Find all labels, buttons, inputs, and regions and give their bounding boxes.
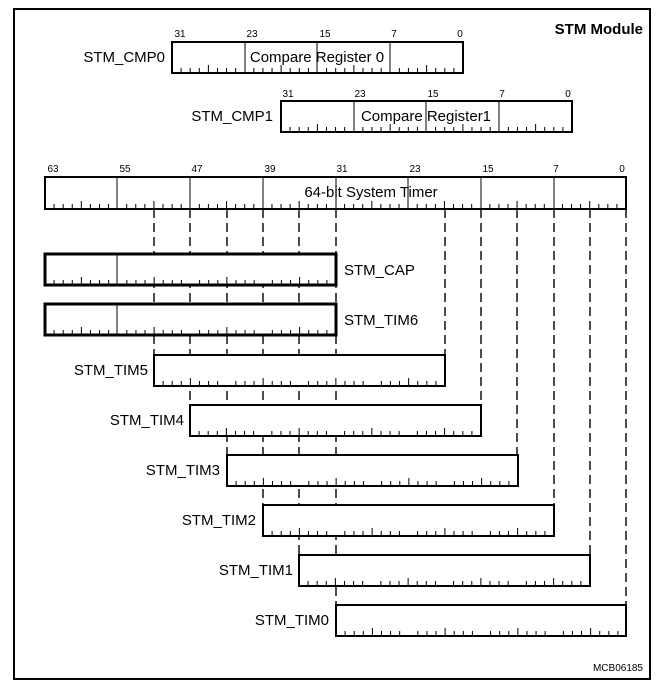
timer-register-tim3: STM_TIM3 <box>146 454 519 487</box>
tim2-register-name: STM_TIM2 <box>182 512 256 529</box>
timer-register-tim6: STM_TIM6 <box>43 302 418 337</box>
bit-label: 39 <box>264 164 276 175</box>
cmp1-bit-labels: 31 23 15 7 0 <box>282 89 571 100</box>
bit-label: 23 <box>354 89 366 100</box>
bit-label: 15 <box>427 89 439 100</box>
tim0-box <box>335 604 627 637</box>
bit-label: 63 <box>47 164 59 175</box>
register-tick-marks <box>53 254 328 285</box>
cmp1-register-text: Compare Register1 <box>361 108 491 125</box>
cmp0-tick-marks <box>180 42 455 73</box>
tim5-register-name: STM_TIM5 <box>74 362 148 379</box>
bit-label: 15 <box>482 164 494 175</box>
tim0-register-name: STM_TIM0 <box>255 612 329 629</box>
bit-label: 55 <box>119 164 131 175</box>
bit-label: 0 <box>565 89 571 100</box>
module-title: STM Module <box>555 21 643 38</box>
bit-label: 0 <box>457 29 463 40</box>
module-frame <box>13 8 651 680</box>
bit-label: 0 <box>619 164 625 175</box>
bit-label: 31 <box>336 164 348 175</box>
bit-label: 47 <box>191 164 203 175</box>
bit-label: 31 <box>174 29 186 40</box>
bit-label: 23 <box>409 164 421 175</box>
cmp0-bit-labels: 31 23 15 7 0 <box>174 29 463 40</box>
cmp0-register-text: Compare Register 0 <box>250 49 384 66</box>
bit-label: 23 <box>246 29 258 40</box>
cmp1-register-name: STM_CMP1 <box>191 108 273 125</box>
timer-register-tim4: STM_TIM4 <box>110 404 482 437</box>
register-tick-marks <box>235 478 510 486</box>
timer-register-tim5: STM_TIM5 <box>74 354 446 387</box>
timer-registers: STM_CAP STM_TIM6 STM_TIM5 STM_TIM4 STM_T… <box>43 252 627 637</box>
cap-register-name: STM_CAP <box>344 262 415 279</box>
register-tick-marks <box>53 304 328 335</box>
bit-label: 7 <box>499 89 505 100</box>
tim4-box <box>189 404 482 437</box>
tim6-box <box>43 302 338 337</box>
register-tick-marks <box>344 628 619 636</box>
cmp0-register-name: STM_CMP0 <box>83 49 165 66</box>
tim1-box <box>298 554 591 587</box>
tim6-register-name: STM_TIM6 <box>344 312 418 329</box>
bit-label: 7 <box>553 164 559 175</box>
tim1-register-name: STM_TIM1 <box>219 562 293 579</box>
cmp1-tick-marks <box>289 101 564 132</box>
system-timer-bit-labels: 63 55 47 39 31 23 15 7 0 <box>47 164 625 175</box>
tim2-box <box>262 504 555 537</box>
system-timer-text: 64-bit System Timer <box>304 184 437 201</box>
tim5-box <box>153 354 446 387</box>
figure-code: MCB06185 <box>593 663 643 674</box>
register-tick-marks <box>198 428 473 436</box>
compare-register-0: 31 23 15 7 0 Compare Register 0 STM_CMP0 <box>83 29 464 74</box>
register-tick-marks <box>307 578 582 586</box>
bit-label: 7 <box>391 29 397 40</box>
register-tick-marks <box>162 378 437 386</box>
cap-box <box>43 252 338 287</box>
timer-register-tim2: STM_TIM2 <box>182 504 555 537</box>
bit-label: 31 <box>282 89 294 100</box>
timer-register-cap: STM_CAP <box>43 252 415 287</box>
tim4-register-name: STM_TIM4 <box>110 412 184 429</box>
system-timer-tick-marks <box>53 177 618 209</box>
tim3-register-name: STM_TIM3 <box>146 462 220 479</box>
tim3-box <box>226 454 519 487</box>
register-tick-marks <box>271 528 546 536</box>
timer-register-tim0: STM_TIM0 <box>255 604 627 637</box>
system-timer: 63 55 47 39 31 23 15 7 0 64-bit System T… <box>44 164 627 210</box>
compare-register-1: 31 23 15 7 0 Compare Register1 STM_CMP1 <box>191 89 573 133</box>
timer-register-tim1: STM_TIM1 <box>219 554 591 587</box>
bit-label: 15 <box>319 29 331 40</box>
